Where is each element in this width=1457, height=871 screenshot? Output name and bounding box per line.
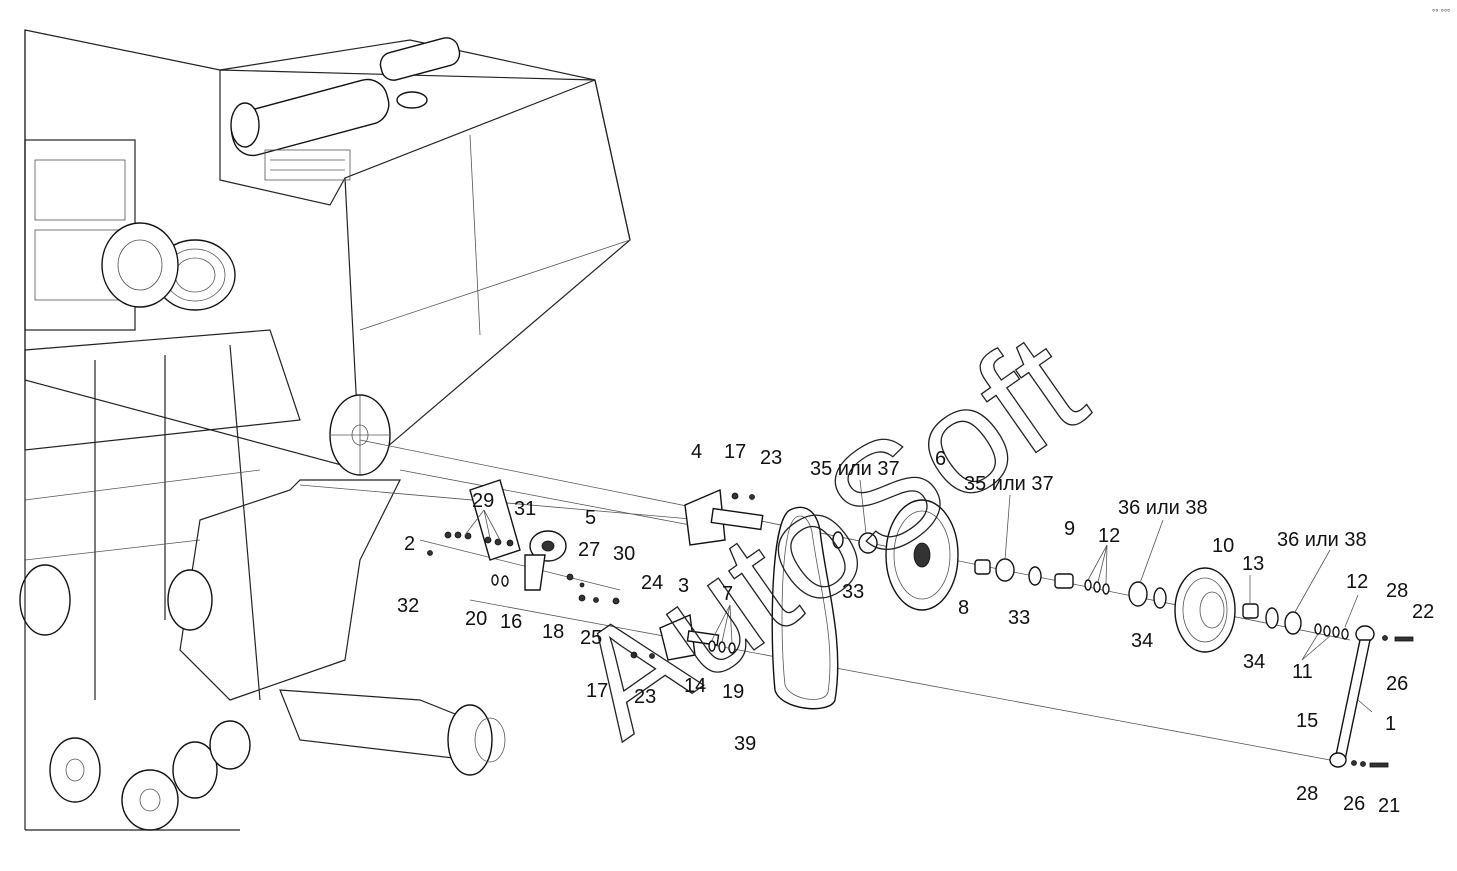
callout-labels: 1 2 3 4 5 6 7 8 9 10 11 12 12 13 14 15 1… xyxy=(397,441,1434,817)
callout-2: 2 xyxy=(404,533,415,555)
bracket-4 xyxy=(684,488,764,546)
machine-body-illustration xyxy=(19,29,631,831)
callout-5: 5 xyxy=(585,507,596,529)
callout-36b: 36 или 38 xyxy=(1277,529,1367,551)
callout-6: 6 xyxy=(935,448,946,470)
callout-34b: 34 xyxy=(1243,651,1265,673)
corner-mark: °° °°° xyxy=(1432,8,1450,17)
callout-34a: 34 xyxy=(1131,630,1153,652)
callout-29: 29 xyxy=(472,490,494,512)
bracket-3 xyxy=(630,613,736,661)
callout-12b: 12 xyxy=(1346,571,1368,593)
callout-39: 39 xyxy=(734,733,756,755)
callout-25: 25 xyxy=(580,627,602,649)
callout-9: 9 xyxy=(1064,518,1075,540)
center-bushings xyxy=(974,558,1167,609)
callout-33b: 33 xyxy=(1008,607,1030,629)
tensioner-bracket-31 xyxy=(469,479,567,591)
callout-22: 22 xyxy=(1412,601,1434,623)
right-bushings xyxy=(1242,603,1349,640)
callout-23a: 23 xyxy=(760,447,782,469)
lever-1 xyxy=(1329,625,1414,768)
small-fasteners-left xyxy=(427,531,620,605)
callout-16: 16 xyxy=(500,611,522,633)
callout-21: 21 xyxy=(1378,795,1400,817)
callout-11: 11 xyxy=(1292,661,1313,683)
leader-lines xyxy=(464,479,1373,713)
callout-33a: 33 xyxy=(842,581,864,603)
callout-4: 4 xyxy=(691,441,702,463)
callout-26a: 26 xyxy=(1386,673,1408,695)
callout-36a: 36 или 38 xyxy=(1118,497,1208,519)
callout-8: 8 xyxy=(958,597,969,619)
callout-18: 18 xyxy=(542,621,564,643)
callout-3: 3 xyxy=(678,575,689,597)
callout-12a: 12 xyxy=(1098,525,1120,547)
callout-7: 7 xyxy=(722,583,733,605)
callout-28a: 28 xyxy=(1386,580,1408,602)
v-belt-39 xyxy=(771,506,839,710)
pulley-10 xyxy=(1174,567,1236,653)
callout-30: 30 xyxy=(613,543,635,565)
callout-27: 27 xyxy=(578,539,600,561)
callout-23b: 23 xyxy=(634,686,656,708)
callout-28b: 28 xyxy=(1296,783,1318,805)
callout-35a: 35 или 37 xyxy=(810,458,900,480)
grille xyxy=(264,149,351,181)
callout-35b: 35 или 37 xyxy=(964,473,1054,495)
pulley-6 xyxy=(832,499,959,611)
callout-24: 24 xyxy=(641,572,663,594)
callout-13: 13 xyxy=(1242,553,1264,575)
callout-17b: 17 xyxy=(586,680,608,702)
callout-26b: 26 xyxy=(1343,793,1365,815)
callout-31: 31 xyxy=(514,498,536,520)
callout-10: 10 xyxy=(1212,535,1234,557)
callout-32: 32 xyxy=(397,595,419,617)
callout-17a: 17 xyxy=(724,441,746,463)
callout-1: 1 xyxy=(1385,713,1396,735)
callout-14: 14 xyxy=(684,675,706,697)
callout-19: 19 xyxy=(722,681,744,703)
callout-20: 20 xyxy=(465,608,487,630)
callout-15: 15 xyxy=(1296,710,1318,732)
